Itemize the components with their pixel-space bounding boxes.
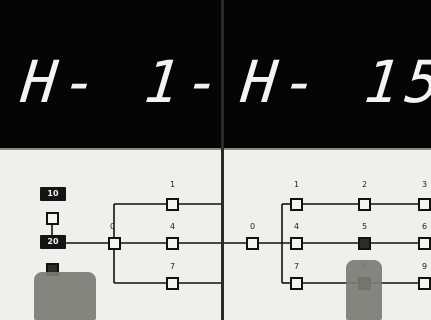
right-label-4: 4 <box>294 222 300 231</box>
key-20-button[interactable]: 20 <box>40 235 66 249</box>
right-node-6 <box>418 237 431 250</box>
left-node-a <box>46 212 59 225</box>
right-node-7 <box>290 277 303 290</box>
left-node-4 <box>166 237 179 250</box>
left-label-7: 7 <box>170 262 176 271</box>
right-label-1: 1 <box>294 180 300 189</box>
left-diagram: 10 20 0 1 4 7 <box>0 150 221 320</box>
left-label-4: 4 <box>170 222 176 231</box>
left-panel: H- 1- 10 20 0 1 4 7 <box>0 0 221 320</box>
left-display: H- 1- <box>0 0 221 148</box>
right-panel: H- 15 0 1 4 7 2 <box>224 0 431 320</box>
panel-separator <box>221 0 224 320</box>
right-finger-illustration <box>346 260 382 320</box>
right-label-6: 6 <box>422 222 428 231</box>
right-node-4 <box>290 237 303 250</box>
right-display-readout: H- 15 <box>238 48 431 116</box>
right-diagram: 0 1 4 7 2 5 8 3 6 9 <box>224 150 431 320</box>
left-node-center <box>108 237 121 250</box>
right-display: H- 15 <box>224 0 431 148</box>
right-label-3: 3 <box>422 180 428 189</box>
key-10-button[interactable]: 10 <box>40 187 66 201</box>
right-node-9 <box>418 277 431 290</box>
left-display-readout: H- 1- <box>18 48 221 116</box>
finger-illustration <box>34 272 96 320</box>
left-divider <box>0 148 221 150</box>
right-divider <box>224 148 431 150</box>
right-node-5 <box>358 237 371 250</box>
right-label-0: 0 <box>250 222 256 231</box>
right-connector-lines <box>224 203 418 284</box>
right-node-center <box>246 237 259 250</box>
left-label-0: 0 <box>110 222 116 231</box>
left-node-7 <box>166 277 179 290</box>
right-label-2: 2 <box>362 180 368 189</box>
right-label-7: 7 <box>294 262 300 271</box>
right-node-2 <box>358 198 371 211</box>
left-label-1: 1 <box>170 180 176 189</box>
right-node-1 <box>290 198 303 211</box>
right-label-9: 9 <box>422 262 428 271</box>
right-label-5: 5 <box>362 222 368 231</box>
left-node-1 <box>166 198 179 211</box>
right-node-3 <box>418 198 431 211</box>
